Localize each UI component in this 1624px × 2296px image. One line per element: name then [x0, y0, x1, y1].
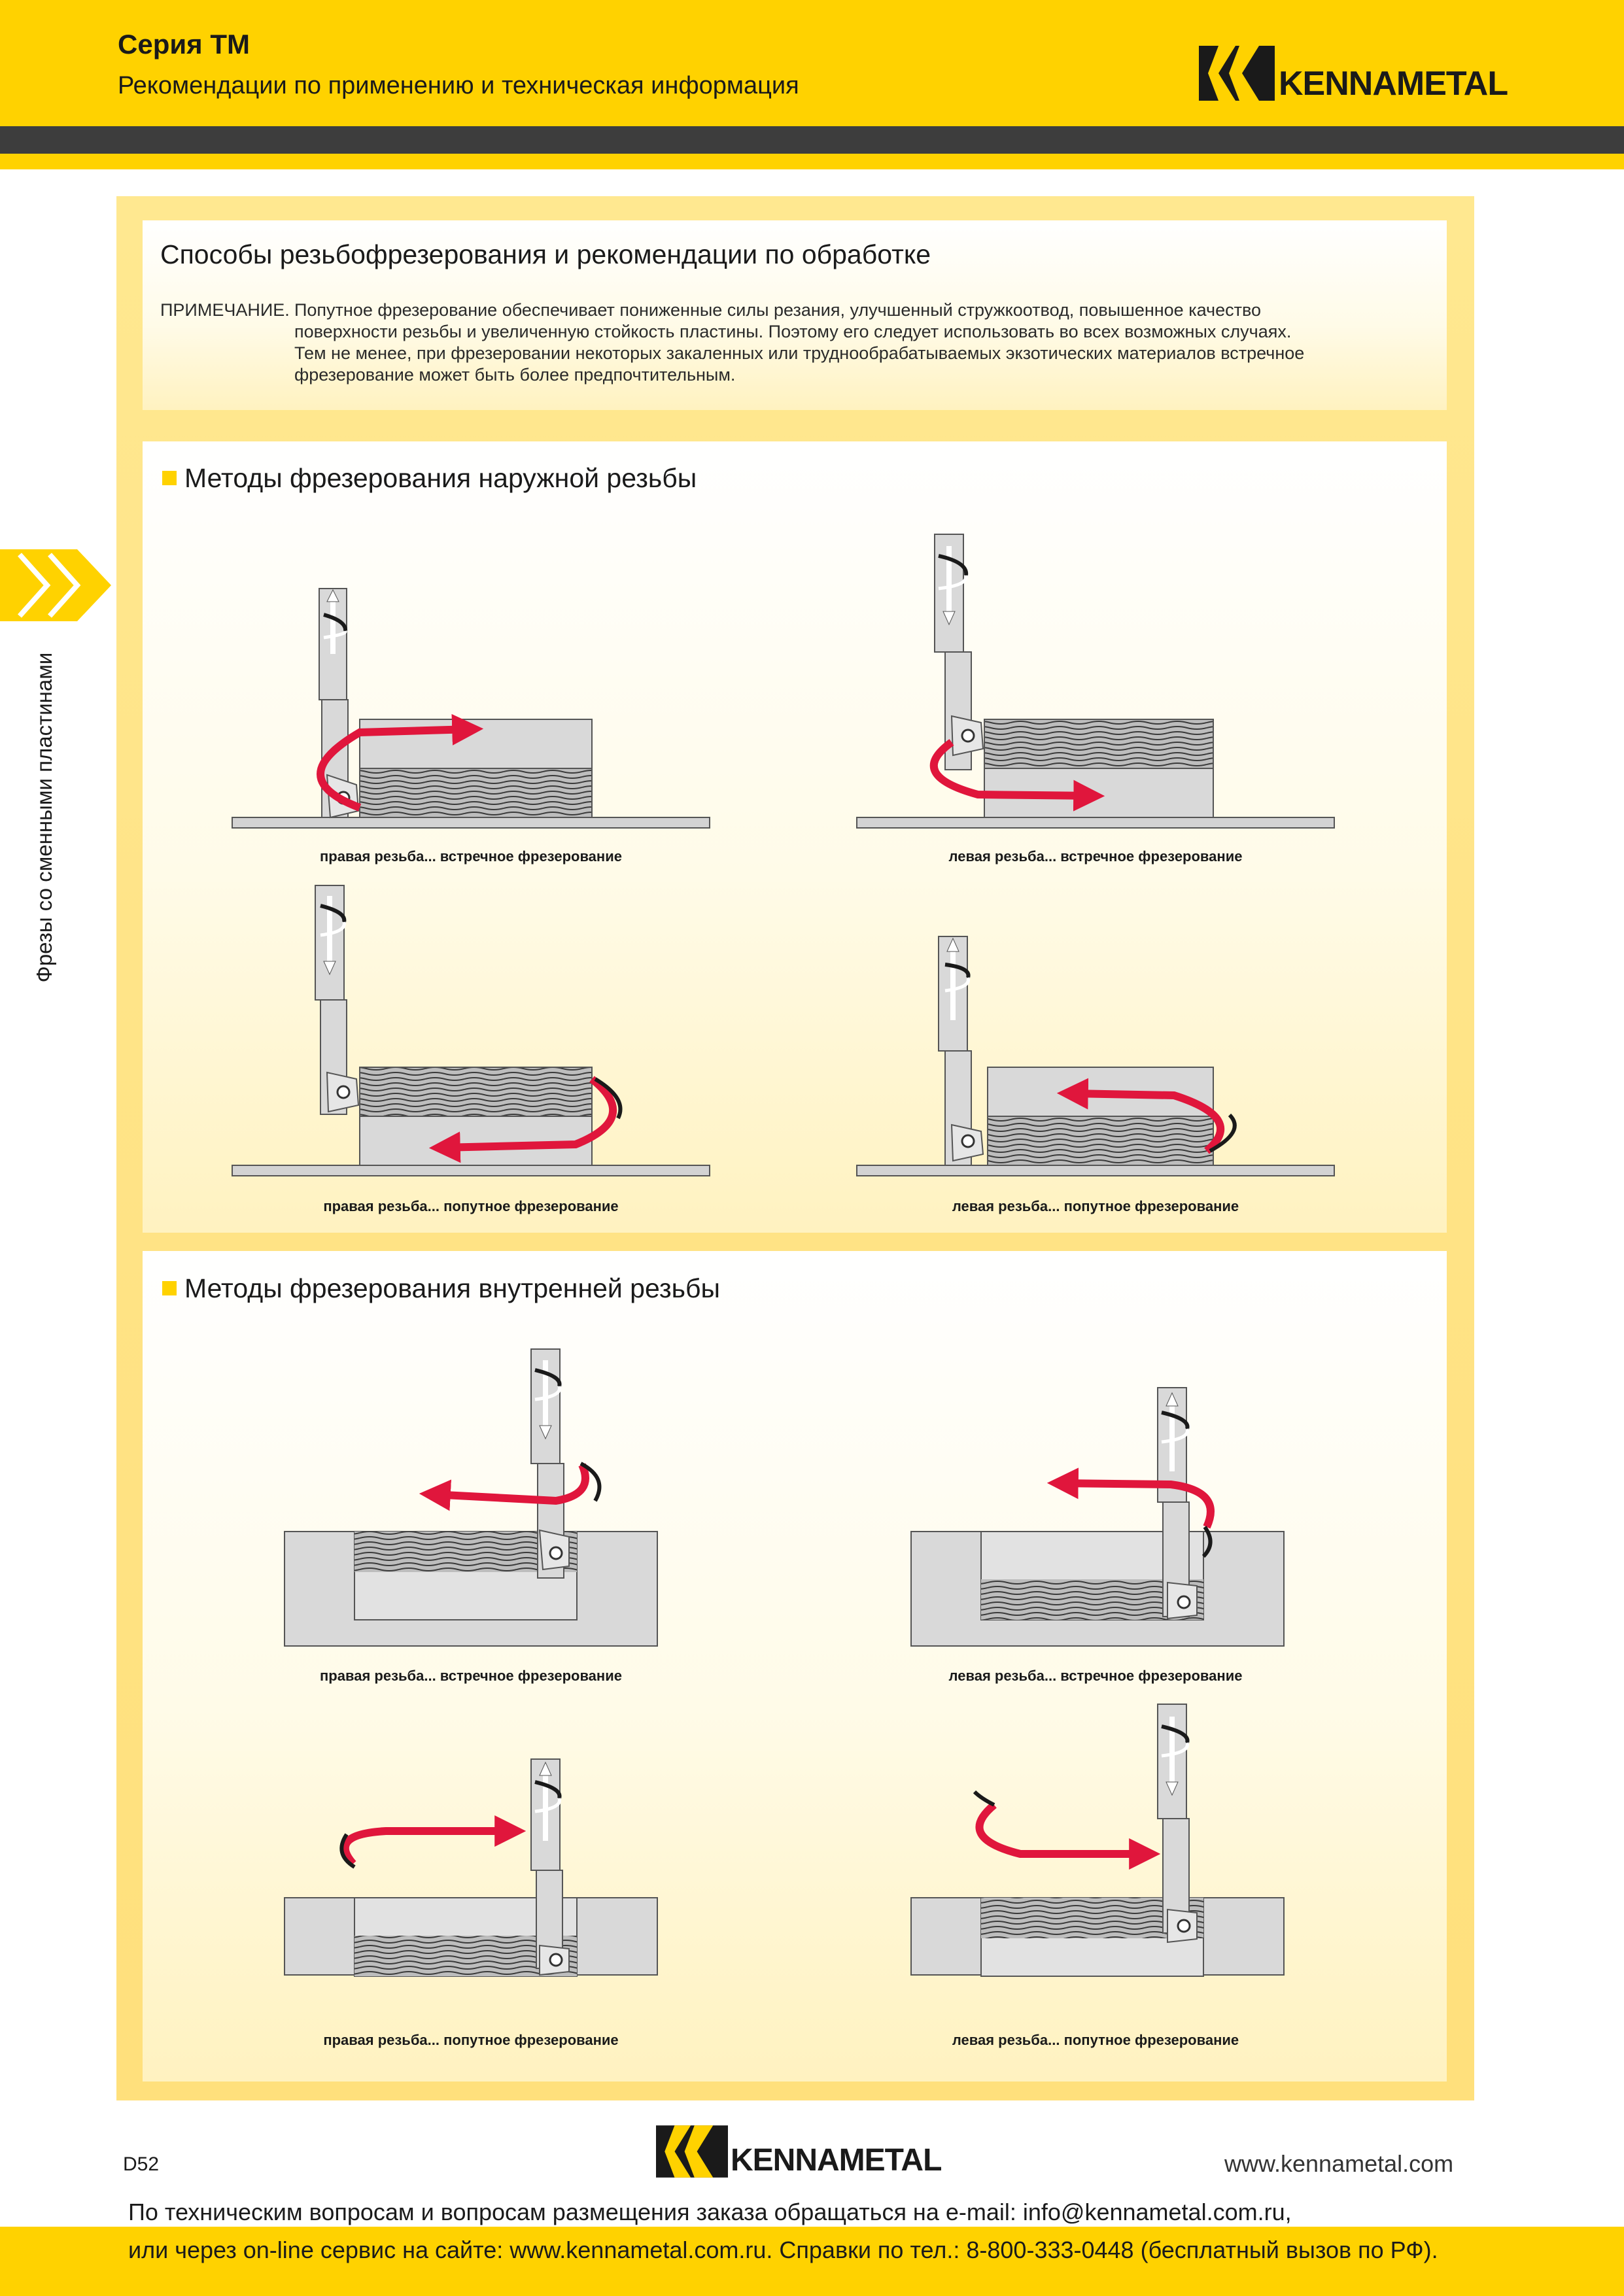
- header-bar: [0, 0, 1624, 126]
- contact-line-1: По техническим вопросам и вопросам разме…: [128, 2199, 1292, 2225]
- footer-brand-wordmark: KENNAMETAL: [731, 2143, 942, 2178]
- caption: правая резьба... попутное фрезерование: [323, 1198, 619, 1214]
- note-line-2: поверхности резьбы и увеличенную стойкос…: [294, 322, 1292, 341]
- caption: левая резьба... попутное фрезерование: [952, 1198, 1239, 1214]
- caption: левая резьба... встречное фрезерование: [948, 848, 1243, 865]
- caption: правая резьба... встречное фрезерование: [320, 848, 622, 865]
- diagram-internal-right-conventional: [284, 1348, 658, 1647]
- website-link[interactable]: www.kennametal.com: [1224, 2150, 1454, 2177]
- footer-bar: [0, 2227, 1624, 2296]
- section-side-label: Фрезы со сменными пластинами: [32, 652, 56, 983]
- note-line-3: Тем не менее, при фрезеровании некоторых…: [294, 343, 1305, 363]
- header-accent-band: [0, 154, 1624, 169]
- external-heading: Методы фрезерования наружной резьбы: [184, 463, 697, 493]
- section-bullet: [162, 471, 177, 485]
- internal-heading: Методы фрезерования внутренней резьбы: [184, 1273, 720, 1303]
- chevron-tab-icon: [0, 549, 111, 621]
- intro-heading: Способы резьбофрезерования и рекомендаци…: [160, 239, 931, 269]
- intro-box: [143, 220, 1447, 410]
- footer-logo: KENNAMETAL: [656, 2125, 942, 2178]
- page-number: D52: [123, 2153, 160, 2175]
- note-line-1: Попутное фрезерование обеспечивает пониж…: [294, 300, 1262, 320]
- contact-line-2: или через on-line сервис на сайте: www.k…: [128, 2236, 1438, 2263]
- header-subtitle: Рекомендации по применению и техническая…: [118, 72, 799, 99]
- caption: левая резьба... попутное фрезерование: [952, 2032, 1239, 2048]
- diagram-external-right-conventional: [232, 588, 710, 829]
- caption: левая резьба... встречное фрезерование: [948, 1668, 1243, 1684]
- note-line-4: фрезерование может быть более предпочтит…: [294, 365, 736, 385]
- caption: правая резьба... попутное фрезерование: [323, 2032, 619, 2048]
- kennametal-k-icon: [1199, 46, 1275, 101]
- header-dark-band: [0, 126, 1624, 154]
- diagram-internal-left-conventional: [910, 1387, 1285, 1647]
- diagram-external-left-conventional: [856, 534, 1335, 829]
- diagram-external-right-climb: [232, 885, 710, 1176]
- note-label: ПРИМЕЧАНИЕ.: [160, 300, 290, 320]
- kennametal-k-icon: [656, 2125, 728, 2178]
- section-bullet: [162, 1281, 177, 1295]
- series-title: Серия TM: [118, 29, 250, 60]
- header-brand-wordmark: KENNAMETAL: [1279, 65, 1508, 103]
- header-logo: KENNAMETAL: [1199, 46, 1508, 103]
- caption: правая резьба... встречное фрезерование: [320, 1668, 622, 1684]
- diagram-external-left-climb: [856, 936, 1335, 1176]
- diagram-internal-left-climb: [910, 1704, 1285, 1977]
- diagram-internal-right-climb: [284, 1758, 658, 1977]
